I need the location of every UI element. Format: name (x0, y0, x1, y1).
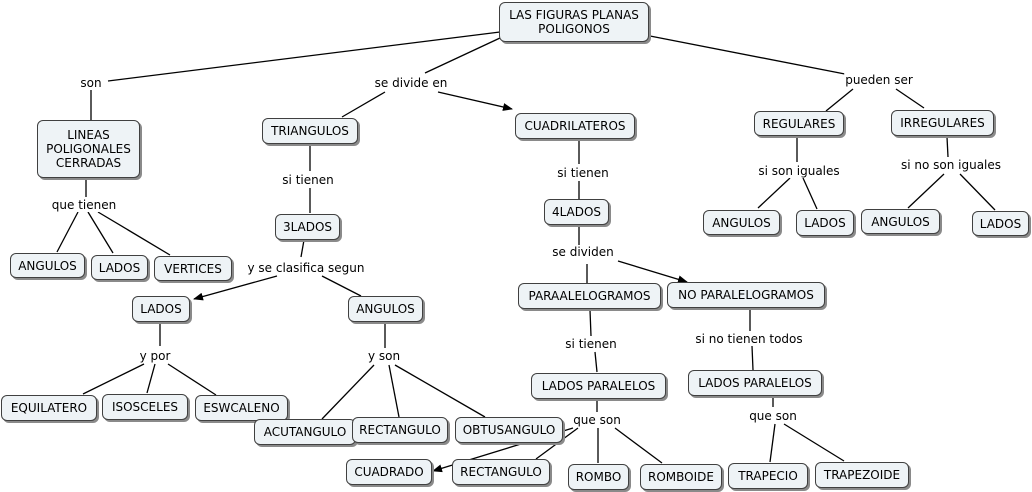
link-si-tienen-paralelogramos: si tienen (564, 337, 618, 351)
node-trapecio[interactable]: TRAPECIO (728, 463, 808, 489)
node-angulos-regulares[interactable]: ANGULOS (703, 210, 780, 235)
link-se-divide-en: se divide en (373, 76, 449, 90)
node-cuadrilateros[interactable]: CUADRILATEROS (515, 113, 635, 139)
node-trapezoide[interactable]: TRAPEZOIDE (815, 462, 909, 488)
node-triangulos[interactable]: TRIANGULOS (262, 118, 358, 144)
link-y-se-clasifica-segun: y se clasifica segun (246, 261, 366, 275)
node-lineas-poligonales[interactable]: LINEAS POLIGONALES CERRADAS (37, 120, 140, 178)
node-lados-paralelos-1[interactable]: LADOS PARALELOS (531, 373, 666, 399)
link-si-no-tienen-todos: si no tienen todos (694, 332, 804, 346)
link-si-no-son-iguales: si no son iguales (899, 158, 1003, 172)
link-que-tienen: que tienen (50, 198, 118, 212)
node-no-paralelogramos[interactable]: NO PARALELOGRAMOS (667, 282, 825, 308)
node-regulares[interactable]: REGULARES (754, 111, 844, 136)
link-si-tienen-triangulos: si tienen (281, 173, 335, 187)
node-rectangulo-cuadrilatero[interactable]: RECTANGULO (452, 459, 550, 485)
node-lados-lineas[interactable]: LADOS (91, 255, 148, 280)
node-paraalelogramos[interactable]: PARAALELOGRAMOS (518, 283, 661, 309)
node-lados-regulares[interactable]: LADOS (796, 210, 854, 236)
node-angulos-irregulares[interactable]: ANGULOS (861, 209, 940, 234)
link-son: son (79, 76, 103, 90)
node-acutangulo[interactable]: ACUTANGULO (254, 419, 356, 445)
node-rectangulo-triangulo[interactable]: RECTANGULO (352, 417, 448, 443)
node-obtusangulo[interactable]: OBTUSANGULO (455, 417, 563, 443)
node-vertices[interactable]: VERTICES (154, 256, 232, 281)
node-eswcaleno[interactable]: ESWCALENO (195, 395, 288, 421)
node-angulos-triangulos[interactable]: ANGULOS (348, 296, 423, 322)
link-pueden-ser: pueden ser (844, 73, 914, 87)
node-lados-paralelos-2[interactable]: LADOS PARALELOS (688, 370, 822, 396)
node-lados-irregulares[interactable]: LADOS (972, 211, 1029, 236)
node-rombo[interactable]: ROMBO (568, 464, 629, 490)
node-equilatero[interactable]: EQUILATERO (1, 395, 97, 421)
node-romboide[interactable]: ROMBOIDE (640, 464, 722, 490)
link-si-tienen-cuadrilateros: si tienen (556, 166, 610, 180)
node-angulos-lineas[interactable]: ANGULOS (10, 253, 85, 278)
link-y-son: y son (366, 349, 402, 363)
node-irregulares[interactable]: IRREGULARES (891, 110, 994, 136)
node-3lados[interactable]: 3LADOS (275, 214, 340, 240)
link-y-por: y por (138, 349, 172, 363)
node-lados-triangulos[interactable]: LADOS (132, 296, 190, 322)
link-si-son-iguales: si son iguales (757, 164, 841, 178)
node-isosceles[interactable]: ISOSCELES (102, 394, 188, 420)
link-se-dividen: se dividen (551, 245, 615, 259)
node-cuadrado[interactable]: CUADRADO (346, 459, 432, 485)
link-que-son-paralelogramos: que son (572, 413, 622, 427)
link-que-son-no-paralelogramos: que son (748, 409, 798, 423)
node-4lados[interactable]: 4LADOS (544, 199, 609, 225)
node-root[interactable]: LAS FIGURAS PLANAS POLIGONOS (499, 2, 649, 42)
